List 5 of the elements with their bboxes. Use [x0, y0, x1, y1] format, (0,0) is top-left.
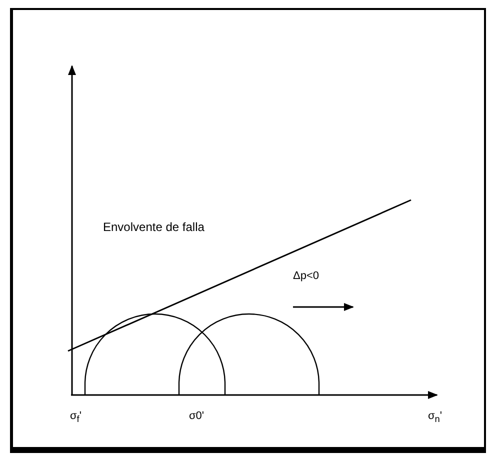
axis-label: σ$_{f}$' — [70, 411, 82, 424]
pressure-change-label: Δp<0 — [293, 271, 320, 282]
axis-label: σ$_{n}$' — [428, 411, 442, 424]
envelope-label: Envolvente de falla — [103, 221, 204, 233]
axis-label: σ0' — [189, 411, 204, 422]
